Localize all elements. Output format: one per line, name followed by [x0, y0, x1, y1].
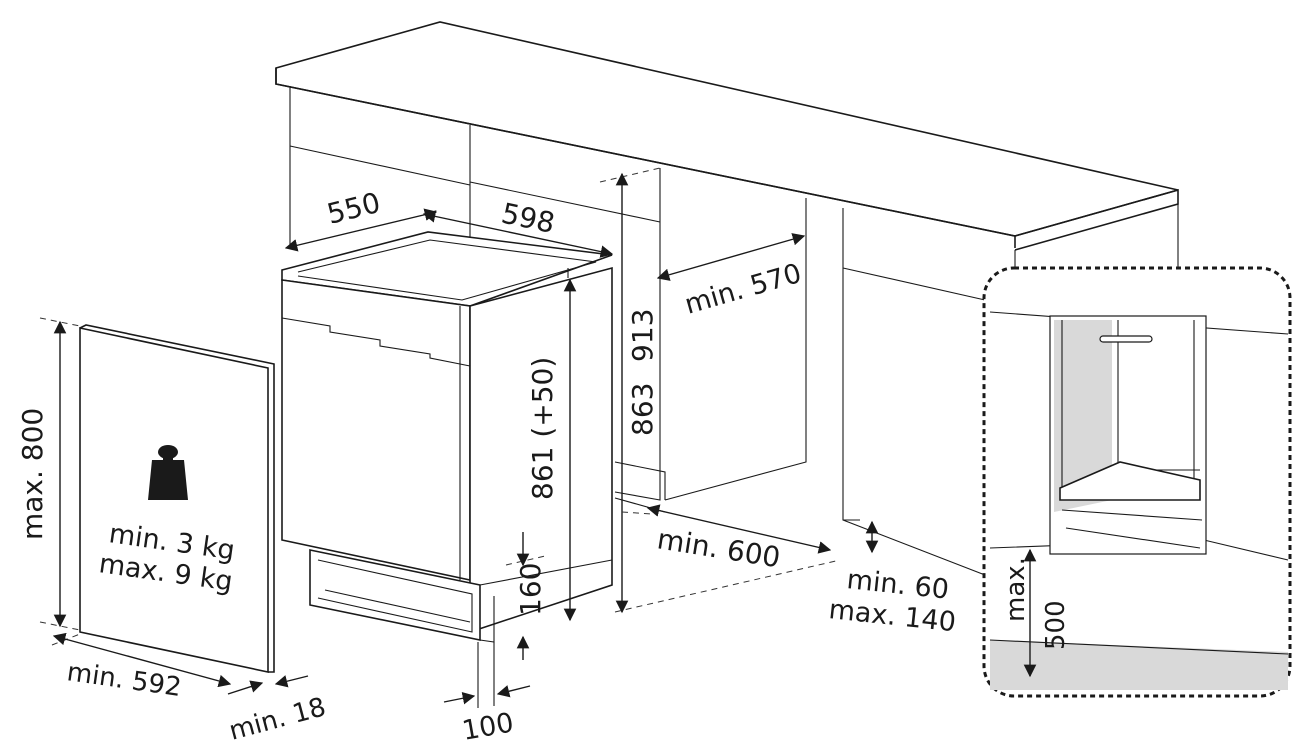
- dim-offset-100: [443, 642, 531, 708]
- dim-door-height: [39, 317, 81, 631]
- worktop: [275, 21, 1179, 251]
- label-depth: 550: [324, 186, 384, 231]
- label-913: 913: [626, 309, 659, 362]
- label-door-min-18: min. 18: [226, 692, 329, 747]
- dim-door-width: [51, 632, 232, 688]
- label-863: 863: [626, 383, 659, 436]
- dim-width: [422, 210, 614, 258]
- right-cabinet: [842, 204, 1179, 576]
- label-detail-max: max.: [1001, 557, 1031, 622]
- label-861: 861 (+50): [526, 357, 559, 500]
- label-min-570: min. 570: [681, 258, 805, 321]
- label-door-max-800: max. 800: [16, 408, 49, 540]
- label-width: 598: [499, 197, 558, 240]
- dim-depth: [284, 208, 438, 252]
- label-door-min-592: min. 592: [65, 657, 183, 703]
- label-offset-100: 100: [460, 707, 516, 746]
- dim-height-913: [599, 167, 661, 614]
- dim-plinth-160: [505, 532, 546, 660]
- label-min-600: min. 600: [655, 522, 783, 574]
- label-detail-500: 500: [1041, 600, 1071, 650]
- detail-inset: [982, 266, 1292, 698]
- dim-door-thickness: [227, 675, 309, 695]
- dim-min-600: [614, 504, 841, 613]
- weight-icon: [148, 445, 188, 500]
- label-160: 160: [514, 563, 547, 616]
- dim-min-570: [656, 233, 806, 281]
